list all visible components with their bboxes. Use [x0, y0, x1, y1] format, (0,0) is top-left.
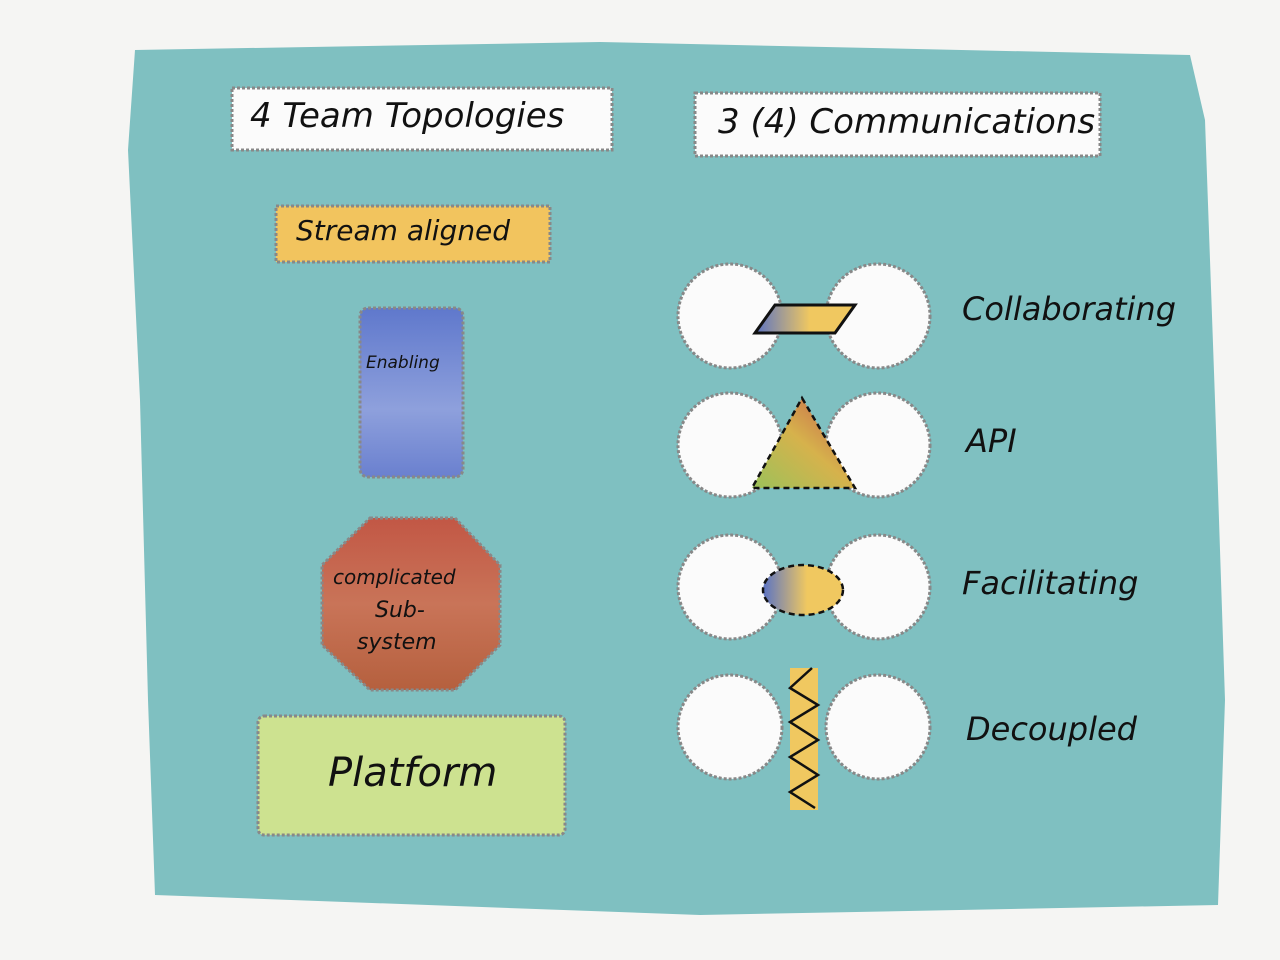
- facilitating-ellipse: [761, 563, 845, 617]
- label-stream-aligned: Stream aligned: [296, 214, 511, 247]
- team-circle: [824, 391, 932, 499]
- stream-aligned-shape: [274, 204, 552, 264]
- title-team-topologies: 4 Team Topologies: [250, 96, 565, 136]
- enabling-shape: [358, 306, 465, 479]
- api-triangle: [749, 395, 858, 490]
- label-system: system: [357, 630, 437, 655]
- decoupled-zigzag: [787, 667, 821, 810]
- label-facilitating: Facilitating: [962, 564, 1139, 602]
- title-communications: 3 (4) Communications: [718, 102, 1096, 142]
- team-circle: [824, 533, 932, 641]
- team-circle: [676, 673, 784, 781]
- team-circle: [824, 262, 932, 370]
- team-circle: [824, 673, 932, 781]
- label-platform: Platform: [328, 750, 498, 796]
- collaborating-parallelogram: [752, 303, 858, 335]
- platform-shape: [256, 714, 567, 837]
- label-sub: Sub-: [375, 598, 425, 623]
- label-decoupled: Decoupled: [966, 710, 1137, 748]
- title-box-communications: [693, 91, 1102, 158]
- label-enabling: Enabling: [366, 353, 440, 373]
- label-complicated: complicated: [333, 565, 456, 589]
- complicated-subsystem-shape: [320, 516, 502, 692]
- title-box-topologies: [230, 86, 614, 152]
- label-collaborating: Collaborating: [962, 290, 1176, 328]
- label-api: API: [966, 422, 1017, 460]
